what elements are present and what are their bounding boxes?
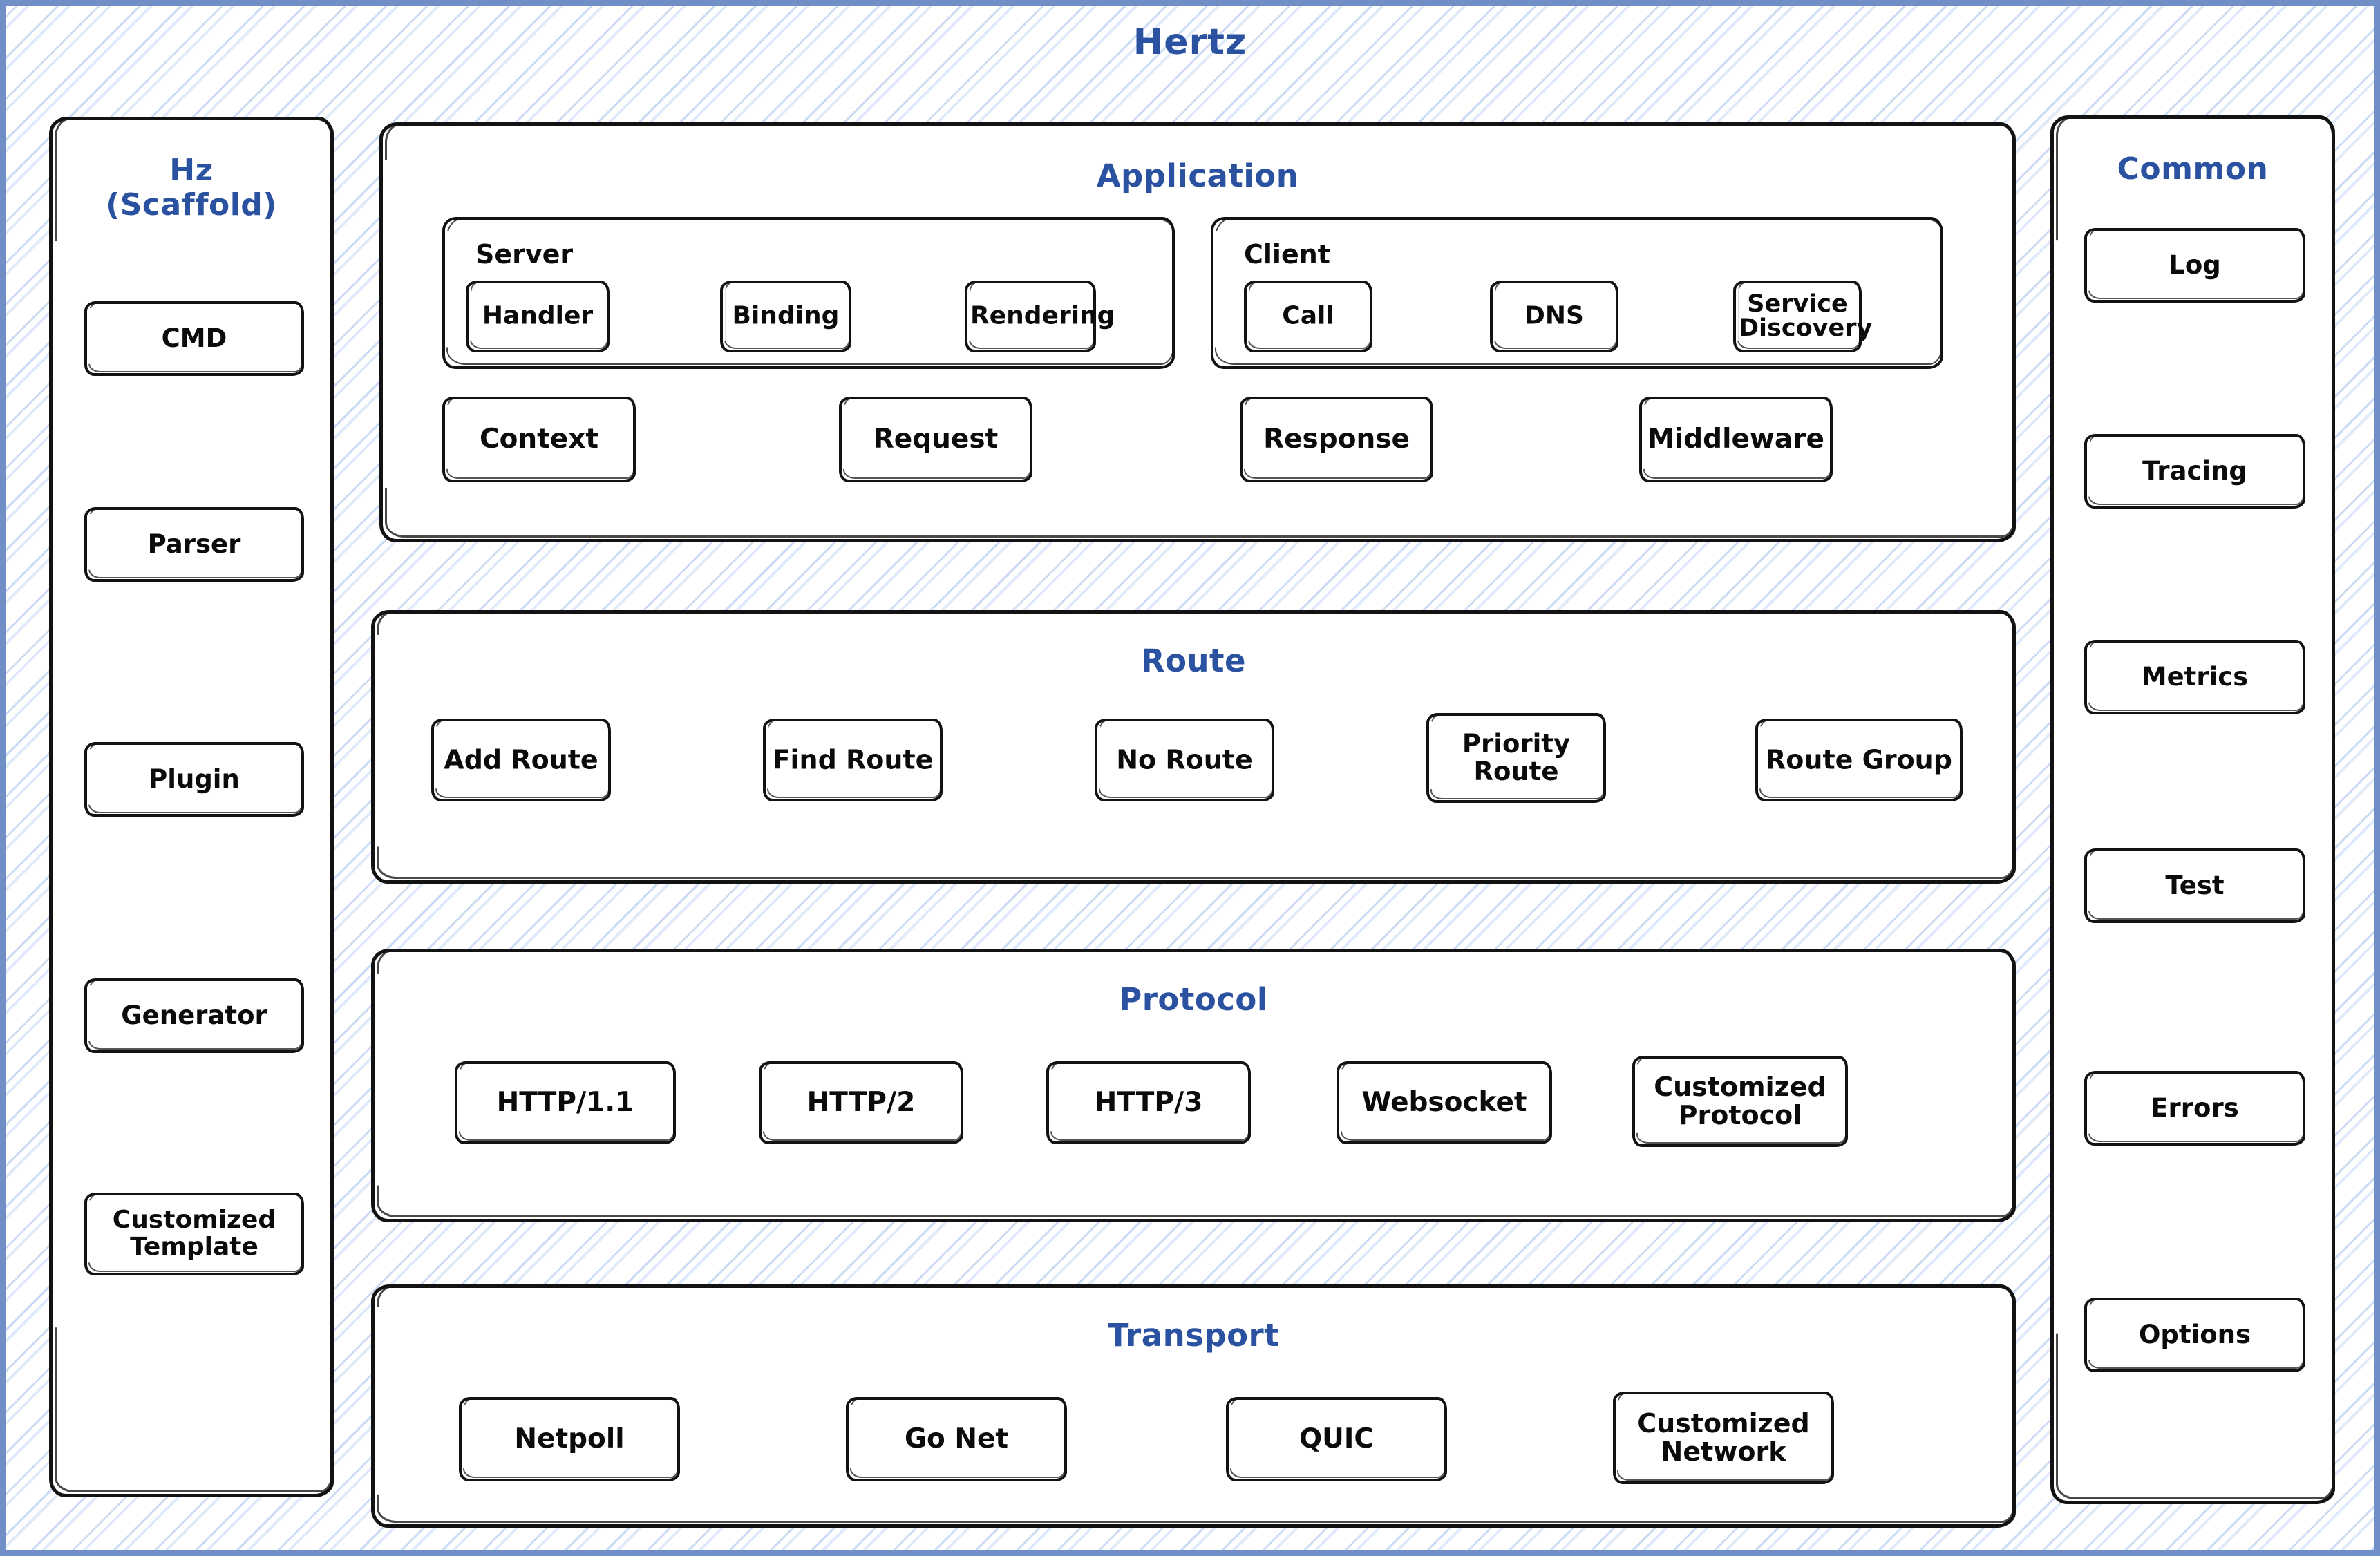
protocol-item-http11-label: HTTP/1.1 (496, 1086, 634, 1118)
layer-application[interactable]: Application Server Handler Binding Rende… (379, 122, 2016, 542)
layer-application-title: Application (1096, 158, 1299, 194)
protocol-item-http3-label: HTTP/3 (1094, 1086, 1203, 1118)
protocol-item-customized-protocol-label: Customized Protocol (1654, 1071, 1826, 1130)
application-item-context[interactable]: Context (442, 397, 636, 482)
hz-item-cmd-label: CMD (161, 323, 227, 354)
group-server-label: Server (475, 239, 574, 269)
hz-item-generator[interactable]: Generator (84, 978, 304, 1053)
application-item-middleware-label: Middleware (1647, 423, 1824, 455)
route-item-find-route[interactable]: Find Route (763, 719, 943, 801)
application-item-response-label: Response (1263, 423, 1410, 455)
route-item-no-route[interactable]: No Route (1095, 719, 1274, 801)
common-item-test-label: Test (2165, 871, 2225, 901)
server-item-binding[interactable]: Binding (720, 281, 851, 352)
protocol-item-http2[interactable]: HTTP/2 (759, 1061, 963, 1144)
common-item-log[interactable]: Log (2084, 228, 2305, 303)
group-client[interactable]: Client Call DNS Service Discovery (1211, 217, 1943, 369)
route-item-no-route-label: No Route (1116, 744, 1253, 775)
common-item-metrics-label: Metrics (2141, 662, 2249, 692)
layer-transport[interactable]: Transport Netpoll Go Net QUIC Customized… (371, 1284, 2016, 1528)
application-item-request-label: Request (873, 423, 999, 455)
protocol-item-http11[interactable]: HTTP/1.1 (455, 1061, 676, 1144)
hz-item-customized-template[interactable]: Customized Template (84, 1193, 304, 1275)
common-item-errors[interactable]: Errors (2084, 1071, 2305, 1146)
protocol-item-websocket-label: Websocket (1361, 1086, 1527, 1118)
protocol-item-http3[interactable]: HTTP/3 (1046, 1061, 1251, 1144)
layer-protocol[interactable]: Protocol HTTP/1.1 HTTP/2 HTTP/3 Websocke… (371, 949, 2016, 1222)
panel-hz-title: Hz (Scaffold) (106, 153, 277, 223)
client-item-service-discovery-label: Service Discovery (1739, 290, 1873, 342)
application-item-middleware[interactable]: Middleware (1639, 397, 1833, 482)
route-item-route-group-label: Route Group (1766, 744, 1952, 775)
hz-item-customized-template-label: Customized Template (112, 1206, 276, 1261)
hz-item-parser[interactable]: Parser (84, 507, 304, 582)
layer-transport-title: Transport (1107, 1317, 1280, 1354)
route-item-priority-route[interactable]: Priority Route (1426, 713, 1606, 803)
common-item-metrics[interactable]: Metrics (2084, 640, 2305, 714)
route-item-add-route-label: Add Route (444, 744, 598, 775)
common-item-log-label: Log (2169, 250, 2221, 281)
page-title: Hertz (1133, 21, 1247, 63)
panel-hz-scaffold[interactable]: Hz (Scaffold) CMD Parser Plugin Generato… (49, 117, 334, 1497)
layer-route-title: Route (1140, 643, 1247, 679)
client-item-call-label: Call (1282, 301, 1334, 330)
route-item-add-route[interactable]: Add Route (431, 719, 611, 801)
hz-item-plugin-label: Plugin (149, 764, 240, 795)
panel-common[interactable]: Common Log Tracing Metrics Test Errors O… (2050, 115, 2335, 1504)
panel-common-title: Common (2117, 151, 2269, 187)
client-item-dns-label: DNS (1524, 301, 1584, 330)
transport-item-go-net-label: Go Net (904, 1423, 1009, 1454)
transport-item-quic[interactable]: QUIC (1226, 1397, 1447, 1481)
transport-item-customized-network-label: Customized Network (1637, 1407, 1810, 1467)
transport-item-netpoll-label: Netpoll (514, 1423, 625, 1454)
application-item-request[interactable]: Request (839, 397, 1032, 482)
common-item-options[interactable]: Options (2084, 1298, 2305, 1372)
common-item-errors-label: Errors (2151, 1093, 2239, 1123)
hz-item-plugin[interactable]: Plugin (84, 742, 304, 817)
client-item-call[interactable]: Call (1244, 281, 1372, 352)
hz-item-cmd[interactable]: CMD (84, 301, 304, 376)
server-item-rendering-label: Rendering (970, 301, 1115, 330)
hz-item-generator-label: Generator (121, 1000, 267, 1031)
layer-protocol-title: Protocol (1119, 981, 1268, 1018)
route-item-route-group[interactable]: Route Group (1755, 719, 1963, 801)
client-item-dns[interactable]: DNS (1490, 281, 1618, 352)
server-item-rendering[interactable]: Rendering (965, 281, 1115, 352)
transport-item-go-net[interactable]: Go Net (846, 1397, 1067, 1481)
group-client-label: Client (1244, 239, 1330, 269)
route-item-find-route-label: Find Route (772, 744, 934, 775)
transport-item-quic-label: QUIC (1299, 1423, 1374, 1454)
server-item-handler-label: Handler (482, 301, 594, 330)
group-server[interactable]: Server Handler Binding Rendering (442, 217, 1175, 369)
protocol-item-websocket[interactable]: Websocket (1337, 1061, 1552, 1144)
server-item-binding-label: Binding (732, 301, 840, 330)
protocol-item-http2-label: HTTP/2 (806, 1086, 916, 1118)
common-item-options-label: Options (2138, 1320, 2251, 1350)
hz-item-parser-label: Parser (147, 529, 241, 560)
transport-item-customized-network[interactable]: Customized Network (1613, 1392, 1834, 1484)
common-item-tracing-label: Tracing (2142, 456, 2247, 486)
application-item-response[interactable]: Response (1240, 397, 1433, 482)
route-item-priority-route-label: Priority Route (1462, 729, 1571, 786)
layer-route[interactable]: Route Add Route Find Route No Route Prio… (371, 610, 2016, 884)
transport-item-netpoll[interactable]: Netpoll (459, 1397, 680, 1481)
common-item-test[interactable]: Test (2084, 848, 2305, 923)
common-item-tracing[interactable]: Tracing (2084, 434, 2305, 509)
server-item-handler[interactable]: Handler (466, 281, 610, 352)
application-item-context-label: Context (479, 423, 599, 455)
protocol-item-customized-protocol[interactable]: Customized Protocol (1632, 1056, 1848, 1147)
client-item-service-discovery[interactable]: Service Discovery (1733, 281, 1873, 352)
